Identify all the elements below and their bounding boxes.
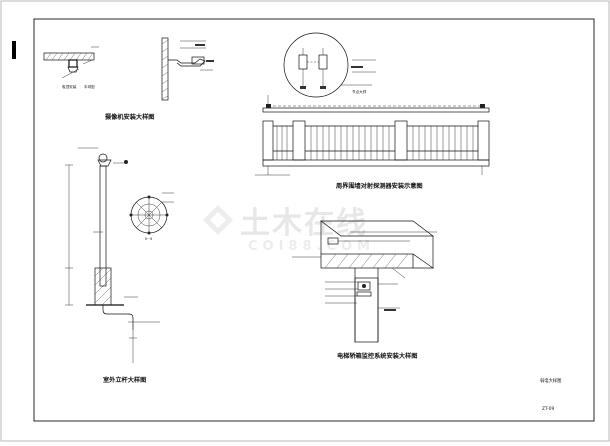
watermark-subtext: COI88.COM [248, 239, 375, 254]
camera-install-title: 摄像机安装大样图 [105, 113, 155, 121]
camera-install-detail: 吸顶安装 半球型 摄像机安装大样图 [43, 37, 214, 121]
watermark: 土木在线 COI88.COM [203, 205, 375, 254]
drawing-number: ZT-09 [542, 406, 554, 412]
svg-text:节点大样: 节点大样 [352, 89, 367, 94]
watermark-text: 土木在线 [240, 206, 368, 241]
fence-detector-detail: 节点大样 [255, 32, 490, 190]
elevator-camera-title: 电梯轿箱监控系统安装大样图 [337, 352, 417, 360]
outdoor-pole-detail: Ⅱ－Ⅱ 室外立杆大样图 [65, 147, 174, 384]
elevator-camera-detail: 电梯轿箱监控系统安装大样图 [292, 220, 437, 360]
fence-detector-title: 周界围墙对射探测器安装示意图 [336, 182, 423, 190]
title-block: 弱电大样图 ZT-09 [540, 377, 561, 412]
outdoor-pole-title: 室外立杆大样图 [103, 376, 146, 384]
pole-section-label: Ⅱ－Ⅱ [145, 237, 152, 241]
drawing-name: 弱电大样图 [540, 377, 561, 384]
watermark-logo-icon [203, 205, 233, 235]
svg-text:吸顶安装: 吸顶安装 [62, 84, 77, 89]
binding-mark [12, 41, 16, 59]
svg-text:半球型: 半球型 [84, 84, 95, 89]
drawing-frame [33, 18, 595, 422]
